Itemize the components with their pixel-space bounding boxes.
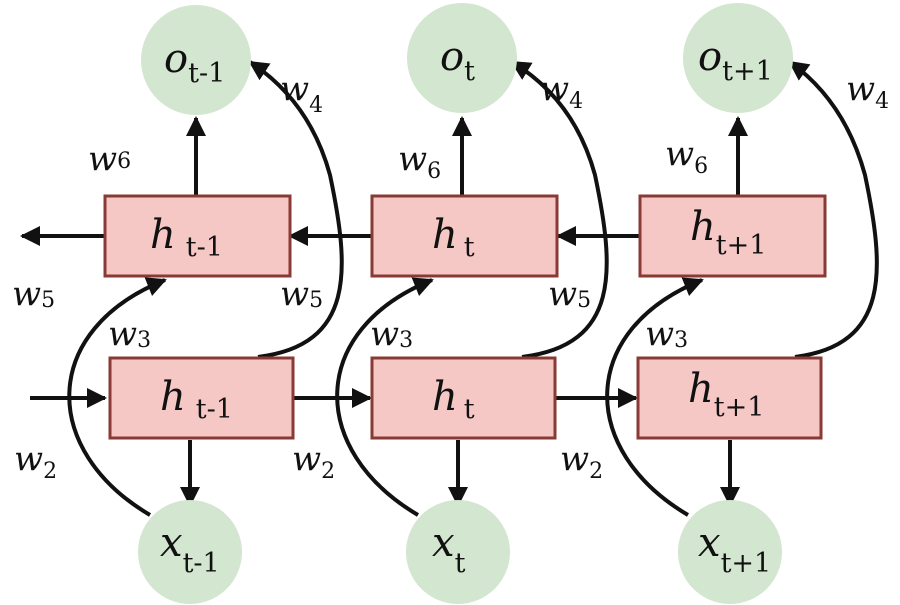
svg-text:ht+1: ht+1 [688, 366, 764, 423]
input-node-t-1: xt-1 [138, 500, 242, 604]
backward-state-t+1: ht+1 [638, 194, 827, 278]
state-subscript: t [464, 232, 475, 263]
input-symbol: x [698, 520, 721, 566]
input-node-t+1: xt+1 [678, 500, 782, 604]
w3-edge-t [335, 277, 434, 517]
input-symbol: x [160, 520, 183, 566]
state-symbol: h [432, 374, 458, 420]
weight-label-w5: w5 [12, 274, 55, 314]
weight-label-w4: w4 [846, 69, 889, 114]
input-subscript: t [455, 548, 466, 579]
state-symbol: h [432, 212, 458, 258]
weight-label-w6: w6 [398, 139, 441, 184]
svg-text:ht+1: ht+1 [690, 204, 766, 261]
backward-state-t-1: h t-1 [103, 194, 292, 278]
output-node-t+1: ot+1 [683, 3, 793, 113]
weight-label-w4: w4 [540, 69, 583, 114]
svg-text:ot: ot [440, 34, 475, 87]
output-symbol: o [698, 34, 722, 80]
weight-label-w2: w2 [14, 439, 57, 484]
weight-label-w6: w6 [665, 134, 708, 179]
svg-text:xt+1: xt+1 [698, 520, 771, 579]
w3-edge-t+1 [605, 277, 704, 517]
w4-edge-t+1 [788, 60, 879, 359]
weight-label-w4: w4 [280, 69, 323, 118]
svg-text:ht-1: h t-1 [150, 212, 223, 263]
weight-label-w6: w6 [88, 139, 131, 179]
state-subscript: t-1 [186, 232, 223, 263]
svg-text:ht-1: h t-1 [160, 374, 233, 425]
state-subscript: t-1 [196, 394, 233, 425]
svg-text:ot+1: ot+1 [698, 34, 773, 87]
output-symbol: o [164, 36, 188, 82]
weight-label-w3: w3 [370, 314, 413, 354]
weight-label-w3: w3 [645, 314, 688, 354]
output-subscript: t-1 [188, 58, 225, 89]
w4-edge-t [510, 60, 609, 359]
edges [20, 60, 879, 517]
w4-edge-t-1 [248, 60, 344, 359]
output-node-t: ot [407, 3, 517, 113]
weight-label-w5: w5 [280, 274, 323, 314]
input-node-t: xt [406, 500, 510, 604]
svg-text:xt-1: xt-1 [160, 520, 220, 579]
state-subscript: t [464, 394, 475, 425]
forward-state-t-1: h t-1 [108, 356, 295, 440]
output-subscript: t [464, 56, 475, 87]
output-symbol: o [440, 34, 464, 80]
svg-text:ot-1: ot-1 [164, 36, 225, 89]
input-subscript: t+1 [721, 548, 772, 579]
weight-label-w2: w2 [560, 439, 603, 484]
forward-state-t+1: ht+1 [636, 356, 823, 440]
state-symbol: h [688, 366, 714, 412]
input-symbol: x [432, 520, 455, 566]
svg-text:ht: ht [432, 374, 475, 425]
weight-label-w3: w3 [108, 314, 151, 354]
state-subscript: t+1 [716, 230, 767, 261]
output-subscript: t+1 [722, 56, 773, 87]
weight-label-w5: w5 [548, 274, 591, 314]
state-subscript: t+1 [714, 392, 765, 423]
state-symbol: h [160, 374, 186, 420]
state-symbol: h [690, 204, 716, 250]
svg-text:xt: xt [432, 520, 466, 579]
state-symbol: h [150, 212, 176, 258]
output-node-t-1: ot-1 [141, 5, 251, 115]
svg-text:ht: ht [432, 212, 475, 263]
w3-edge-t-1 [67, 277, 167, 517]
input-subscript: t-1 [183, 548, 220, 579]
weight-label-w2: w2 [292, 439, 335, 484]
